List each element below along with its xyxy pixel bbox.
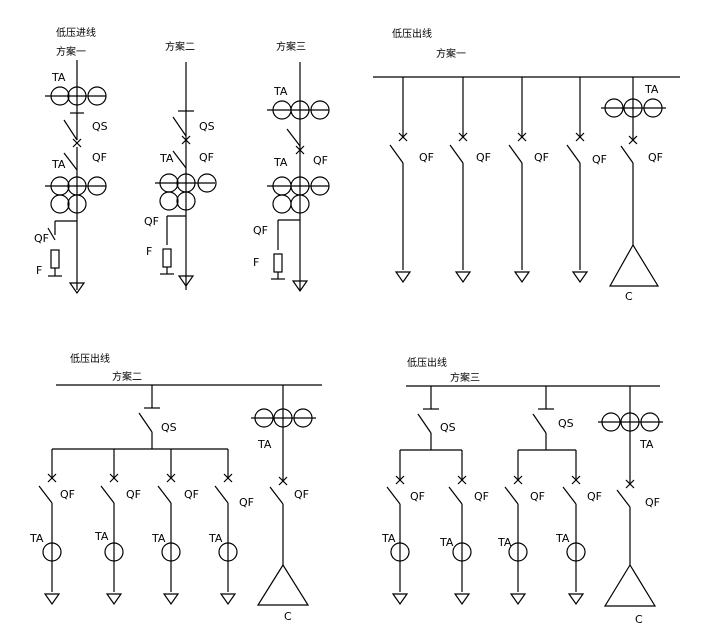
outgoing2-qf-label-5: QF xyxy=(294,488,309,501)
incoming2-qs-label: QS xyxy=(199,120,215,133)
outgoing1-qf-label-1: QF xyxy=(419,151,434,164)
incoming3-f-label: F xyxy=(253,256,259,269)
incoming-scheme-2: 方案二 xyxy=(165,40,195,53)
outgoing3-ta-label-4: TA xyxy=(555,532,570,545)
outgoing2-ta-label: TA xyxy=(257,438,272,451)
outgoing2-feeder: QF TA xyxy=(151,449,199,606)
incoming-scheme-3-circuit: TA TA QF QF F xyxy=(253,62,330,293)
outgoing1-title: 低压出线 xyxy=(392,27,432,40)
incoming3-ta-label-top: TA xyxy=(273,85,288,98)
outgoing3-capacitor-feeder: TA QF C xyxy=(598,386,663,626)
outgoing1-qf-label-4: QF xyxy=(592,153,607,166)
outgoing1-qf-label-3: QF xyxy=(534,151,549,164)
outgoing2-scheme: 方案二 xyxy=(112,370,142,383)
outgoing3-ta-label-1: TA xyxy=(381,532,396,545)
outgoing2-ta-label-1: TA xyxy=(29,532,44,545)
outgoing1-feeder: QF xyxy=(566,77,607,284)
outgoing2-ta-label-3: TA xyxy=(151,532,166,545)
outgoing2-feeder: QF TA xyxy=(94,449,141,606)
outgoing2-qf-label-4: QF xyxy=(239,496,254,509)
incoming1-ta-label-top: TA xyxy=(51,71,66,84)
outgoing1-scheme: 方案一 xyxy=(436,47,466,60)
outgoing3-feeder: QF TA xyxy=(381,450,425,606)
outgoing2-qf-label-3: QF xyxy=(184,488,199,501)
outgoing2-ta-label-4: TA xyxy=(208,532,223,545)
incoming-title: 低压进线 xyxy=(56,26,96,39)
outgoing3-feeder: QF TA xyxy=(555,450,602,606)
outgoing3-ta-label-3: TA xyxy=(497,536,512,549)
incoming-scheme-1: 方案一 xyxy=(56,45,86,58)
outgoing3-c-label: C xyxy=(635,613,643,626)
outgoing3-qf-label-1: QF xyxy=(410,490,425,503)
incoming1-f-label: F xyxy=(36,264,42,277)
outgoing2-qs-label: QS xyxy=(161,421,177,434)
outgoing2-qf-label-1: QF xyxy=(60,488,75,501)
outgoing3-qf-label-4: QF xyxy=(587,490,602,503)
incoming3-qf-label-branch: QF xyxy=(253,224,268,237)
incoming-scheme-3: 方案三 xyxy=(276,40,306,53)
outgoing3-qf-label-2: QF xyxy=(474,490,489,503)
outgoing-scheme-3-circuit: QS QS QF TA QF TA QF TA xyxy=(381,385,663,626)
outgoing3-feeder: QF TA xyxy=(439,450,489,606)
incoming2-ta-label: TA xyxy=(159,152,174,165)
incoming3-ta-label-mid: TA xyxy=(273,156,288,169)
outgoing2-qf-label-2: QF xyxy=(126,488,141,501)
outgoing3-qs-label-2: QS xyxy=(558,417,574,430)
outgoing3-qf-label-3: QF xyxy=(530,490,545,503)
incoming1-qf-label-branch: QF xyxy=(34,232,49,245)
outgoing3-ta-label: TA xyxy=(639,438,654,451)
incoming-scheme-2-circuit: QS TA QF QF F xyxy=(144,62,217,290)
outgoing3-scheme: 方案三 xyxy=(450,371,480,384)
outgoing3-qf-label-5: QF xyxy=(645,496,660,509)
outgoing1-feeder: QF xyxy=(389,77,434,284)
incoming1-ta-label-mid: TA xyxy=(51,158,66,171)
outgoing1-qf-label-5: QF xyxy=(648,151,663,164)
incoming2-f-label: F xyxy=(146,245,152,258)
outgoing2-title: 低压出线 xyxy=(70,352,110,365)
outgoing3-ta-label-2: TA xyxy=(439,536,454,549)
outgoing1-ta-label: TA xyxy=(644,83,659,96)
outgoing2-feeder: QF TA xyxy=(208,449,254,606)
outgoing1-c-label: C xyxy=(625,290,633,303)
outgoing2-feeder: QF TA xyxy=(29,449,75,606)
outgoing2-ta-label-2: TA xyxy=(94,530,109,543)
outgoing1-feeder: QF xyxy=(449,77,491,284)
outgoing3-title: 低压出线 xyxy=(407,356,447,369)
outgoing-scheme-2-circuit: QS QF TA QF TA QF TA xyxy=(29,384,322,623)
outgoing1-qf-label-2: QF xyxy=(476,151,491,164)
outgoing1-feeder: QF xyxy=(508,77,549,284)
incoming1-qf-label: QF xyxy=(92,151,107,164)
incoming2-qf-label-branch: QF xyxy=(144,215,159,228)
outgoing-scheme-1-circuit: QF QF QF QF TA QF C xyxy=(373,76,680,303)
outgoing3-feeder: QF TA xyxy=(497,450,545,606)
outgoing1-capacitor-feeder: TA QF C xyxy=(601,77,666,303)
incoming1-qs-label: QS xyxy=(92,120,108,133)
incoming2-qf-label: QF xyxy=(199,151,214,164)
incoming3-qf-label: QF xyxy=(313,154,328,167)
outgoing2-capacitor-feeder: TA QF C xyxy=(251,385,316,623)
outgoing3-qs-label-1: QS xyxy=(440,421,456,434)
outgoing2-c-label: C xyxy=(284,610,292,623)
incoming-scheme-1-circuit: TA QS TA QF QF F xyxy=(34,60,108,295)
